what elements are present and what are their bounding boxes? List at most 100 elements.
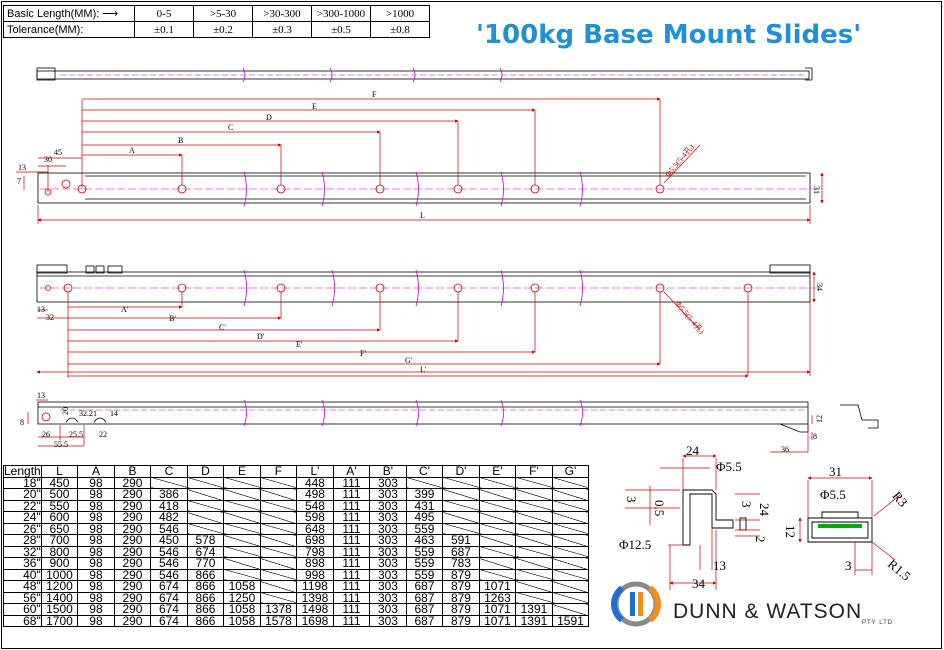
dim-label-f: F [372,90,377,99]
dim-34: 34 [692,576,706,591]
table-cell: 290 [113,614,152,627]
dim-label-a: A [129,146,135,155]
table-cell: 546 [150,545,188,558]
table-cell: 98 [77,545,115,558]
table-cell [551,522,590,535]
dim-20: 20 [61,407,70,415]
table-cell [515,511,553,524]
hole-note: Φ5.5(5-4孔) [673,300,706,337]
table-cell: 32" [3,545,42,558]
table-cell: 674 [186,545,225,558]
dim-label-c-prime: C' [219,323,226,332]
table-cell: 546 [150,568,188,581]
dim-34: 34 [815,283,824,291]
table-cell: 36" [3,557,42,570]
table-cell [223,476,261,489]
table-cell [551,603,590,616]
dim-label-b-prime: B' [169,314,176,323]
dim-r3: R3 [889,488,910,509]
dim-3: 3 [845,558,852,573]
table-cell: 56" [3,591,42,604]
section-detail-right: 31 Φ5.5 R3 12 3 R1.5 [783,464,914,584]
table-cell: 1591 [551,614,590,627]
table-cell [551,499,590,512]
table-cell [551,591,590,604]
table-cell: 111 [332,522,371,535]
table-cell [223,534,261,547]
dim-22: 22 [99,430,107,439]
dim-label-f-prime: F' [360,349,366,358]
table-cell: 1071 [478,614,517,627]
table-cell: 674 [150,603,188,616]
table-cell: 68" [3,614,42,627]
table-cell: 1700 [40,614,79,627]
table-cell: 303 [369,557,407,570]
table-cell [442,522,480,535]
table-cell: 303 [369,511,407,524]
brand-name: DUNN & WATSON [673,600,863,623]
table-cell [442,499,480,512]
table-cell [223,557,261,570]
table-cell: 1378 [259,603,298,616]
table-cell: 111 [332,614,371,627]
table-cell [551,488,590,501]
table-cell [478,522,517,535]
dim-13: 13 [37,305,45,314]
table-cell: 24" [3,511,42,524]
header-cell: F' [515,465,553,478]
table-cell [551,568,590,581]
header-cell: D' [442,465,480,478]
table-cell: 1058 [223,603,261,616]
dim-26: 26 [42,430,50,439]
table-cell: 111 [332,580,371,593]
table-cell: 559 [405,545,444,558]
table-cell: 98 [77,614,115,627]
tolerance-row: Tolerance(MM): ±0.1 ±0.2 ±0.3 ±0.5 ±0.8 [3,21,430,38]
table-cell: 1698 [296,614,334,627]
table-cell [223,488,261,501]
dim-label-c: C [228,123,233,132]
table-cell: 1198 [296,580,334,593]
slide-view-3: 13 8 20 32.21 14 26 25.5 22 55.5 36 12 8 [20,391,879,454]
table-cell [551,557,590,570]
table-cell [478,499,517,512]
dim-phi-12-5: Φ12.5 [619,537,651,552]
dim-3: 3 [624,496,639,503]
dim-12: 12 [815,415,824,423]
table-cell [186,476,225,489]
table-cell [223,545,261,558]
table-cell [186,499,225,512]
table-cell: 687 [405,591,444,604]
dim-25-5: 25.5 [69,430,83,439]
header-cell: D [186,465,225,478]
header-cell: C' [405,465,444,478]
dim-45: 45 [54,148,62,157]
dim-label-l-prime: L' [420,365,427,374]
table-cell [259,476,298,489]
table-cell [551,534,590,547]
table-cell: 1263 [478,591,517,604]
table-cell [551,511,590,524]
tolerance-cell: ±0.8 [370,21,430,38]
header-cell: F [259,465,298,478]
table-cell [515,522,553,535]
dim-0-5: 0.5 [652,500,667,516]
table-cell [551,545,590,558]
table-cell: 26" [3,522,42,535]
table-cell: 303 [369,580,407,593]
table-cell: 546 [150,557,188,570]
table-cell: 866 [186,568,225,581]
header-cell: C [150,465,188,478]
dim-2: 2 [753,536,768,543]
table-cell: 783 [442,557,480,570]
table-cell: 290 [113,522,152,535]
table-cell [259,580,298,593]
